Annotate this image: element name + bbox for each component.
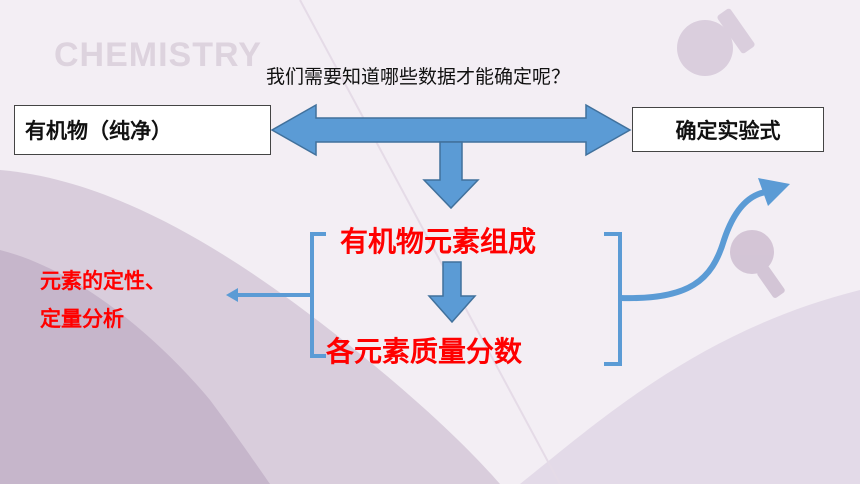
down-arrow-middle bbox=[427, 261, 477, 324]
double-headed-arrow bbox=[270, 103, 632, 157]
curved-arrow-head bbox=[758, 178, 790, 206]
organic-compound-label: 有机物（纯净） bbox=[25, 119, 172, 143]
organic-composition-label: 有机物元素组成 bbox=[340, 225, 537, 258]
left-small-arrowhead bbox=[226, 288, 238, 302]
empirical-formula-label: 确定实验式 bbox=[675, 118, 781, 143]
down-arrow-top bbox=[422, 141, 480, 210]
element-analysis-line2: 定量分析 bbox=[40, 307, 124, 331]
organic-compound-box: 有机物（纯净） bbox=[14, 105, 271, 155]
element-analysis-label: 元素的定性、 定量分析 bbox=[40, 262, 166, 338]
left-bracket bbox=[310, 232, 326, 358]
element-analysis-line1: 元素的定性、 bbox=[40, 269, 166, 293]
flask-icon-small bbox=[730, 230, 785, 298]
question-text: 我们需要知道哪些数据才能确定呢？ bbox=[266, 66, 571, 88]
flask-icon bbox=[677, 8, 755, 76]
mass-fraction-label: 各元素质量分数 bbox=[326, 335, 523, 368]
curved-arrow bbox=[619, 189, 767, 302]
chemistry-watermark: CHEMISTRY bbox=[54, 36, 262, 74]
right-bracket bbox=[604, 232, 622, 366]
empirical-formula-box: 确定实验式 bbox=[632, 107, 824, 152]
